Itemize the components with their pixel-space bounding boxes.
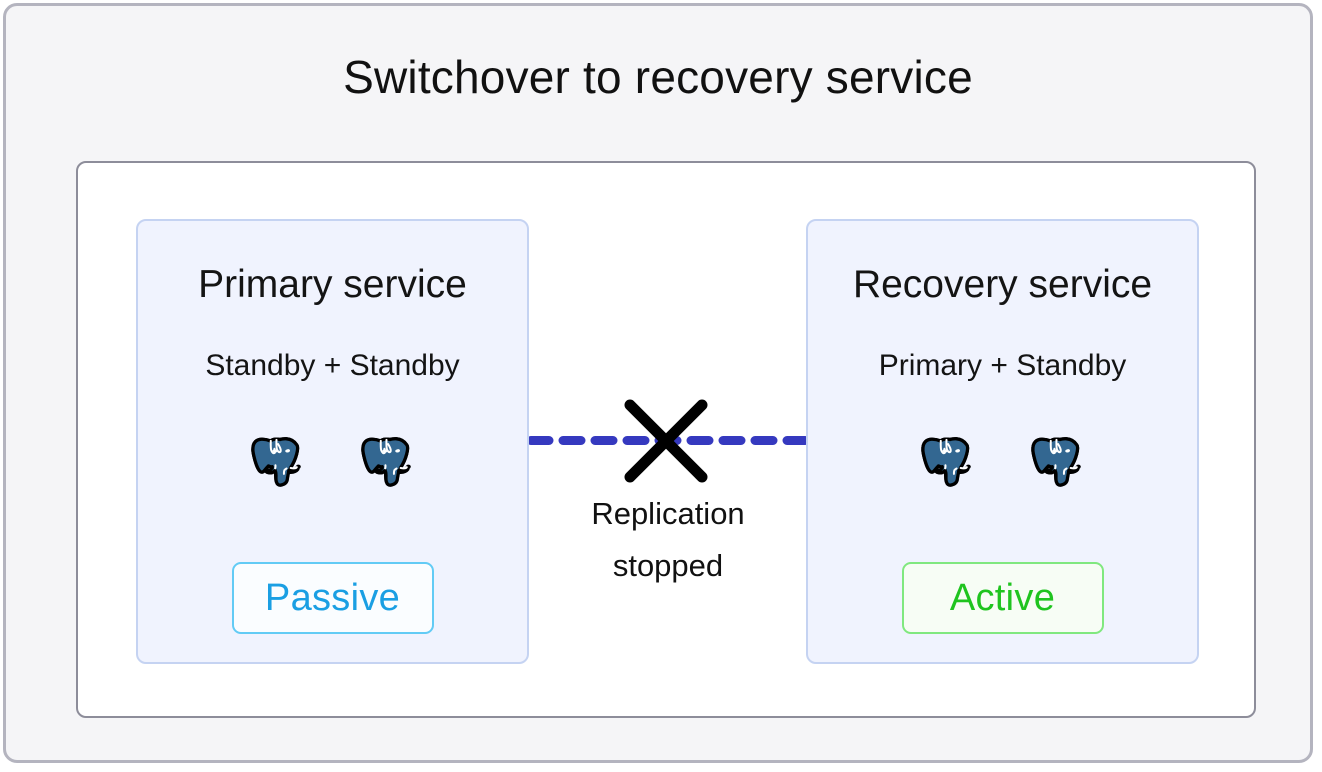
panel-subtitle-primary: Standby + Standby: [205, 349, 460, 382]
figure-frame: Switchover to recovery service Primary s…: [3, 3, 1313, 763]
postgresql-elephant-icon: [360, 437, 411, 487]
status-badge-active[interactable]: Active: [901, 562, 1104, 634]
node-row-recovery: [808, 426, 1197, 494]
service-panel-recovery[interactable]: Recovery service Primary + Standby: [806, 219, 1199, 664]
panel-title-primary: Primary service: [198, 263, 467, 306]
replication-connector: [529, 388, 807, 493]
panel-title-recovery: Recovery service: [852, 263, 1153, 306]
replication-label-line-1: Replication: [591, 496, 745, 531]
postgresql-elephant-icon: [250, 437, 301, 487]
page-title: Switchover to recovery service: [343, 51, 973, 103]
replication-status-label: Replication stopped: [529, 488, 807, 592]
postgresql-elephant-icon: [1030, 437, 1081, 487]
panel-subtitle-recovery: Primary + Standby: [878, 349, 1127, 382]
replication-label-line-2: stopped: [612, 548, 724, 583]
status-badge-passive[interactable]: Passive: [231, 562, 434, 634]
diagram-card: Primary service Standby + Standby: [76, 161, 1256, 718]
postgresql-elephant-icon: [920, 437, 971, 487]
node-row-primary: [138, 426, 527, 494]
replication-stopped-cross-icon: [624, 399, 708, 483]
service-panel-primary[interactable]: Primary service Standby + Standby: [136, 219, 529, 664]
